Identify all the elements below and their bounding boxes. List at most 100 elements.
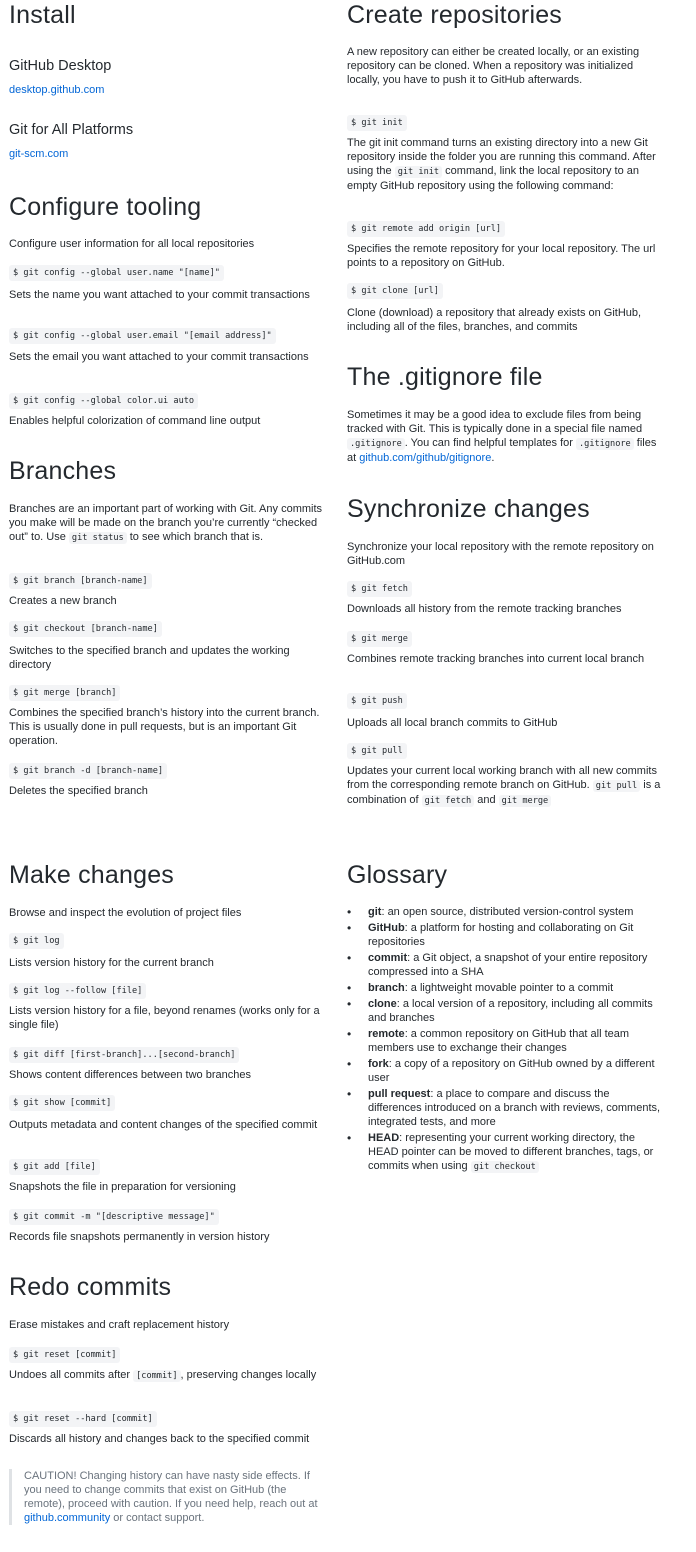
glossary-def: : an open source, distributed version-co… [381,906,634,918]
inline-code: git pull [592,780,641,792]
glossary-item: •pull request: a place to compare and di… [347,1087,665,1129]
redo-intro: Erase mistakes and craft replacement his… [9,1319,230,1331]
gitignore-text-part: . [491,452,495,464]
create-remote-desc: Specifies the remote repository for your… [347,243,656,269]
make-changes-desc: Snapshots the file in preparation for ve… [9,1181,236,1193]
code-snippet: $ git log --follow [file] [9,983,147,999]
bullet-icon: • [347,921,352,935]
code-snippet: $ git config --global user.email "[email… [9,328,276,344]
redo-section: Redo commits [9,1272,329,1302]
caution-text-part: CAUTION! Changing history can have nasty… [24,1470,318,1510]
code-snippet: $ git log [9,933,64,949]
code-snippet: $ git merge [347,631,412,647]
glossary-item: •remote: a common repository on GitHub t… [347,1027,665,1055]
create-init-text: command, link the local repository to an… [347,165,639,192]
bullet-icon: • [347,1131,352,1145]
inline-code: git init [394,166,443,178]
redo-reset-text: Undoes all commits after [9,1369,134,1381]
install-section: Install [9,0,329,30]
glossary-term: GitHub [368,922,405,934]
glossary-list: •git: an open source, distributed versio… [347,905,665,1176]
glossary-def: : a platform for hosting and collaborati… [368,922,634,948]
install-title: Install [9,1,76,29]
sync-desc: Combines remote tracking branches into c… [347,653,645,665]
code-snippet: $ git diff [first-branch]...[second-bran… [9,1047,240,1063]
branches-intro-text: to see which branch that is. [126,531,264,543]
desktop-link[interactable]: desktop.github.com [9,84,105,96]
glossary-term: branch [368,982,405,994]
gitignore-text-part: . You can find helpful templates for [404,437,576,449]
inline-code: .gitignore [347,438,405,450]
git-scm-link[interactable]: git-scm.com [9,148,69,160]
inline-code: git merge [498,795,552,807]
caution-text-part: or contact support. [110,1512,205,1524]
glossary-def: : a copy of a repository on GitHub owned… [368,1058,655,1084]
bullet-icon: • [347,905,352,919]
create-title: Create repositories [347,1,563,29]
code-snippet: $ git fetch [347,581,412,597]
glossary-item: • clone: a local version of a repository,… [347,997,665,1025]
make-changes-desc: Lists version history for a file, beyond… [9,1005,320,1031]
glossary-term: commit [368,952,408,964]
create-intro: A new repository can either be created l… [347,46,640,86]
glossary-item: • commit: a Git object, a snapshot of you… [347,951,665,979]
bullet-icon: • [347,1057,352,1071]
bullet-icon: • [347,951,352,965]
branches-intro: Branches are an important part of workin… [9,502,329,545]
glossary-term: fork [368,1058,389,1070]
caution-text: CAUTION! Changing history can have nasty… [24,1469,324,1525]
inline-code: .gitignore [575,438,634,450]
branches-intro-text: Branches are an important part of workin… [9,503,323,543]
inline-code: git fetch [421,795,475,807]
glossary-item: •git: an open source, distributed versio… [347,905,665,919]
make-changes-desc: Outputs metadata and content changes of … [9,1119,318,1131]
code-snippet: $ git clone [url] [347,283,443,299]
create-clone-desc: Clone (download) a repository that alrea… [347,307,642,333]
code-snippet: $ git branch -d [branch-name] [9,763,168,779]
glossary-def: : a lightweight movable pointer to a com… [404,982,614,994]
code-snippet: $ git reset --hard [commit] [9,1411,157,1427]
gitignore-title: The .gitignore file [347,363,543,391]
glossary-def: : a local version of a repository, inclu… [368,998,653,1024]
github-community-link[interactable]: github.community [24,1512,111,1524]
sync-section: Synchronize changes [347,494,667,524]
glossary-item: • branch: a lightweight movable pointer t… [347,981,665,995]
caution-blockquote: CAUTION! Changing history can have nasty… [9,1469,324,1525]
create-section: Create repositories [347,0,667,30]
code-snippet: $ git config --global color.ui auto [9,393,199,409]
create-init-desc: The git init command turns an existing d… [347,136,665,193]
sync-pull-text: is a combination of [347,779,661,806]
sync-desc: Downloads all history from the remote tr… [347,603,622,615]
configure-title: Configure tooling [9,193,202,221]
sync-pull-text: and [474,794,499,806]
code-snippet: $ git remote add origin [url] [347,221,506,237]
redo-title: Redo commits [9,1273,172,1301]
bullet-icon: • [347,997,352,1011]
redo-reset-desc: Undoes all commits after [commit], prese… [9,1368,329,1383]
glossary-title: Glossary [347,861,448,889]
sync-pull-desc: Updates your current local working branc… [347,764,665,808]
glossary-item: •HEAD: representing your current working… [347,1131,665,1174]
code-snippet: $ git config --global user.name "[name]" [9,265,224,281]
gitignore-link[interactable]: github.com/github/gitignore [359,452,492,464]
branches-desc: Deletes the specified branch [9,785,148,797]
make-changes-intro: Browse and inspect the evolution of proj… [9,907,242,919]
glossary-term: clone [368,998,397,1010]
gitignore-text-part: Sometimes it may be a good idea to exclu… [347,409,643,435]
glossary-def: : a Git object, a snapshot of your entir… [368,952,648,978]
bullet-icon: • [347,981,352,995]
glossary-term: HEAD [368,1132,400,1144]
create-init-text: The git init command turns an existing d… [347,137,656,177]
redo-reset-text: , preserving changes locally [180,1369,317,1381]
code-snippet: $ git merge [branch] [9,685,121,701]
branches-desc: Combines the specified branch’s history … [9,707,320,747]
gitignore-section: The .gitignore file [347,362,667,392]
make-changes-title: Make changes [9,861,174,889]
glossary-item: • GitHub: a platform for hosting and coll… [347,921,665,949]
configure-desc: Enables helpful colorization of command … [9,415,261,427]
code-snippet: $ git show [commit] [9,1095,116,1111]
glossary-term: pull request [368,1088,431,1100]
code-snippet: $ git pull [347,743,407,759]
branches-section: Branches [9,456,329,486]
